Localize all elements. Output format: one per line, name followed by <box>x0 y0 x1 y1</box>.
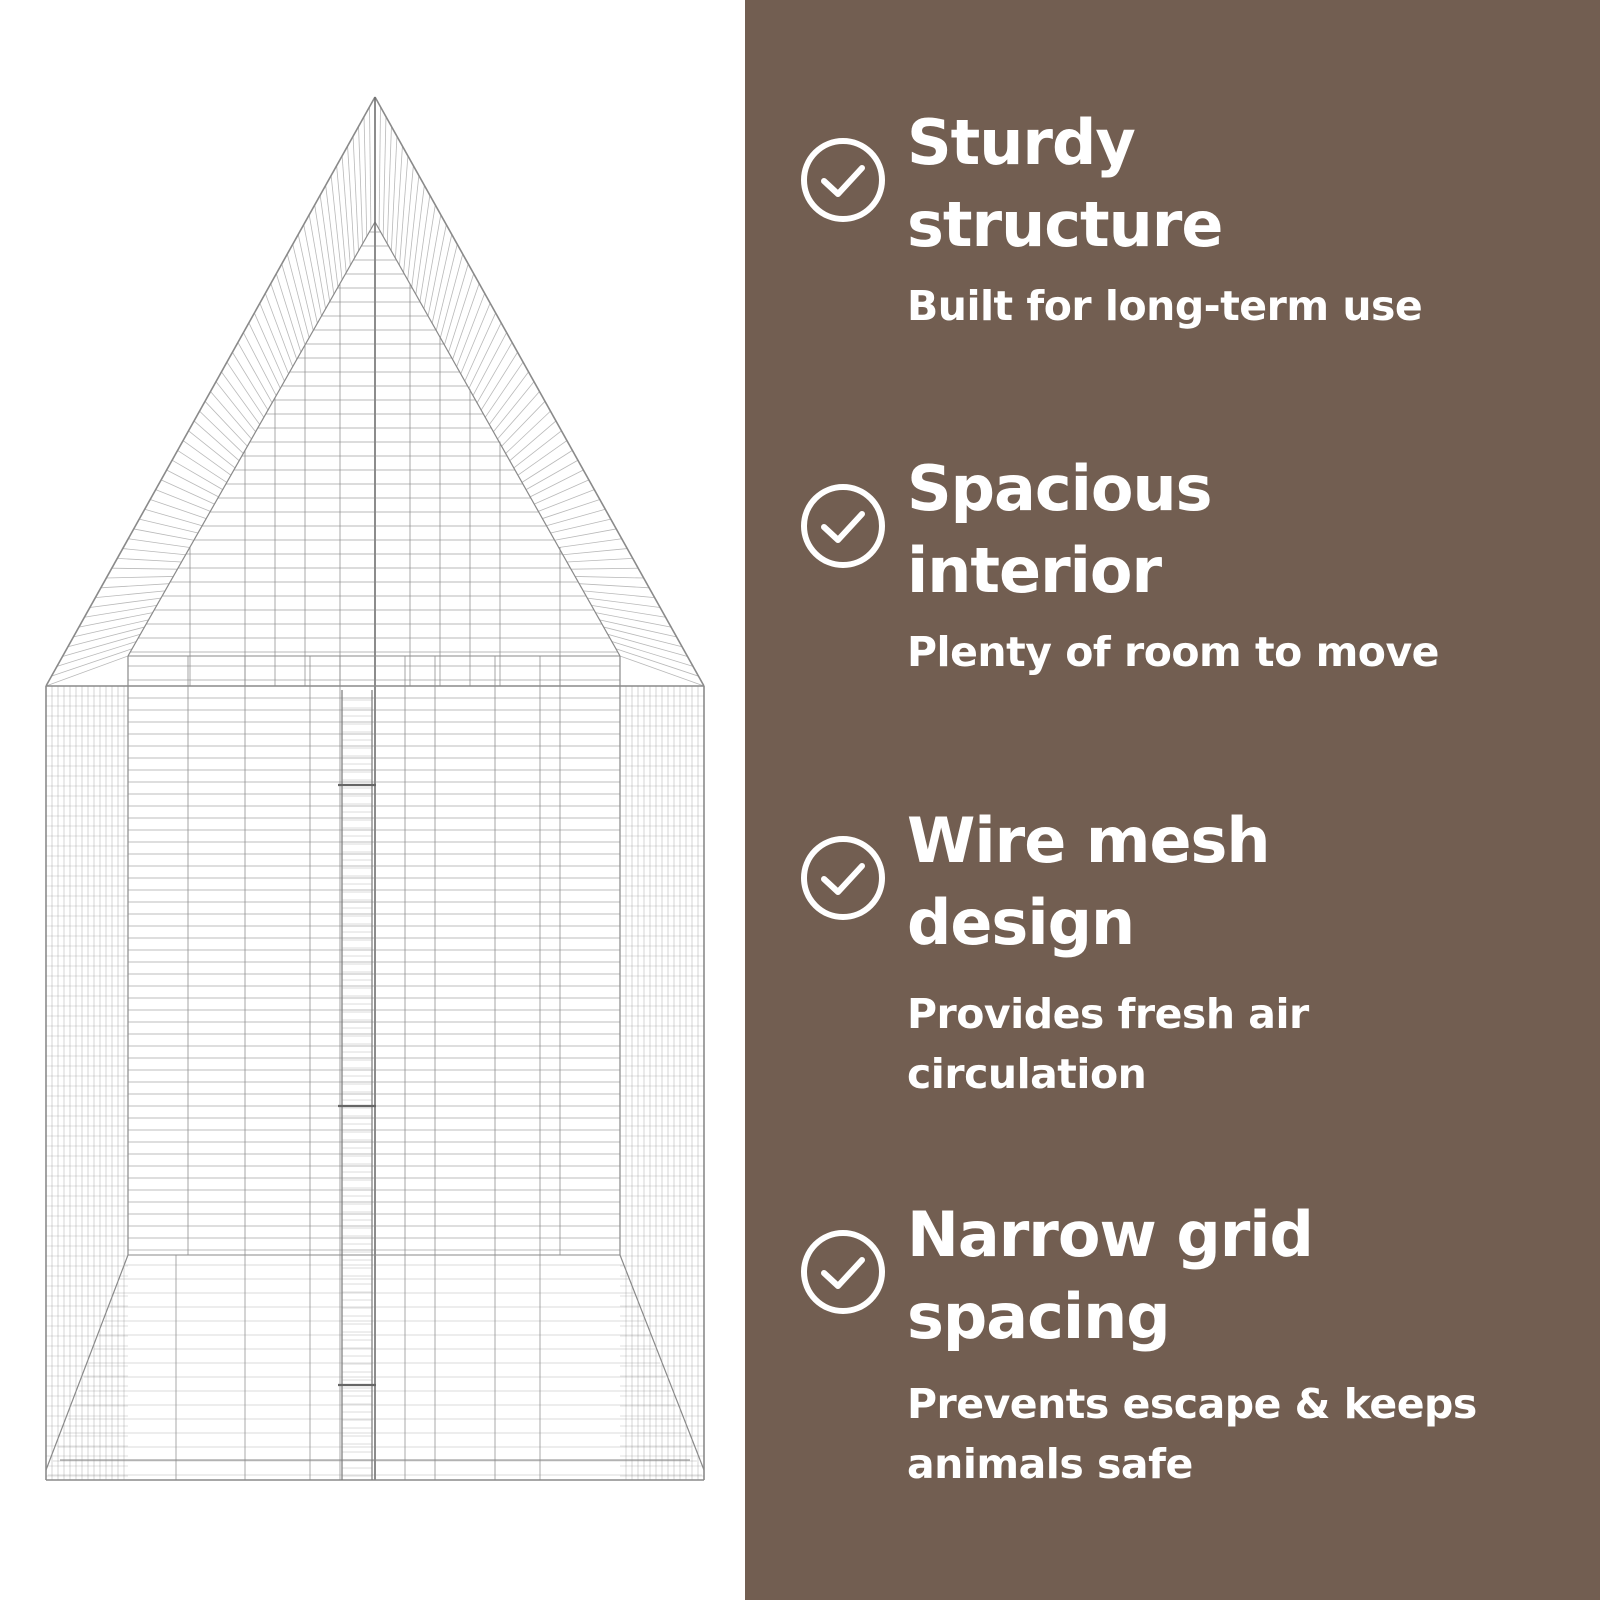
feature-description: Built for long-term use <box>907 282 1423 330</box>
feature-title: Spacious interior <box>907 452 1213 607</box>
wire-cage-illustration <box>45 96 705 1481</box>
check-circle-icon <box>801 836 885 920</box>
feature-title: Narrow grid spacing <box>907 1198 1314 1353</box>
check-circle-icon <box>801 1230 885 1314</box>
feature-title: Wire mesh design <box>907 804 1271 959</box>
feature-description: Provides fresh air circulation <box>907 990 1309 1098</box>
feature-description: Prevents escape & keeps animals safe <box>907 1380 1477 1488</box>
features-panel: Sturdy structure Built for long-term use… <box>745 0 1600 1600</box>
check-circle-icon <box>801 484 885 568</box>
product-image-panel <box>0 0 745 1600</box>
feature-title: Sturdy structure <box>907 106 1223 261</box>
check-circle-icon <box>801 138 885 222</box>
feature-description: Plenty of room to move <box>907 628 1440 676</box>
